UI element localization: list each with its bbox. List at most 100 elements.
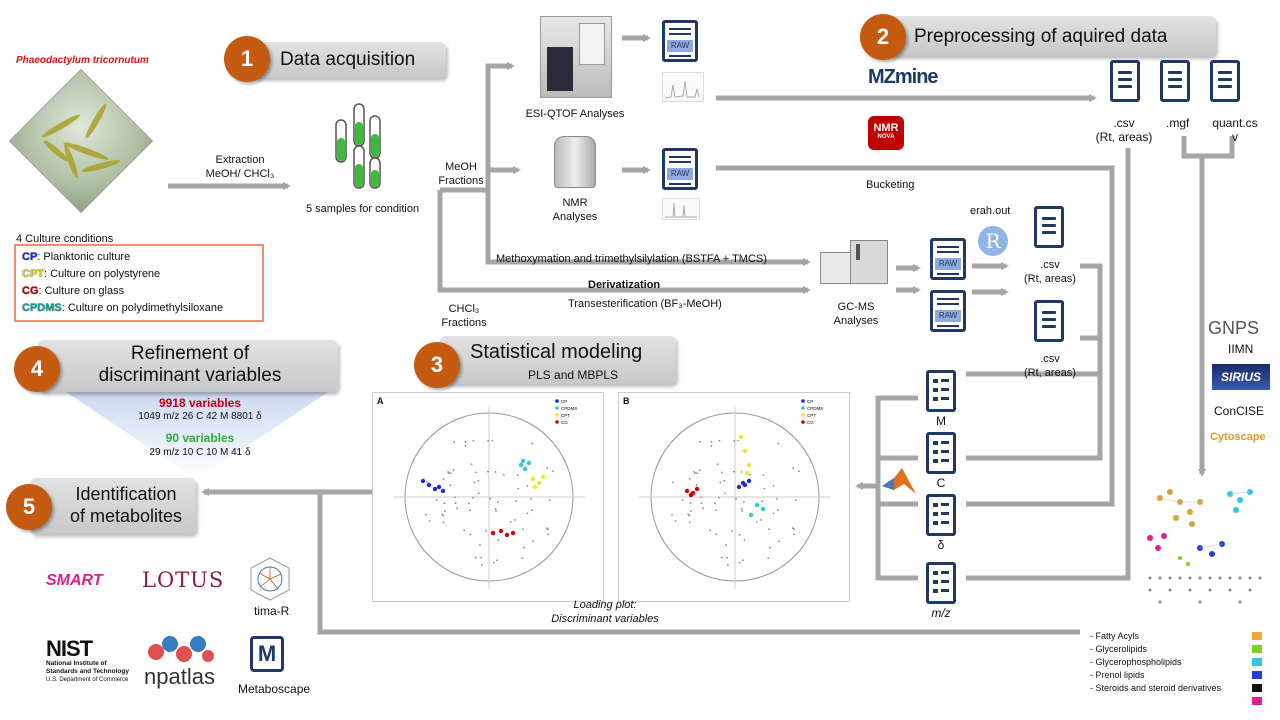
variable-point bbox=[454, 496, 456, 499]
sample-point bbox=[540, 474, 546, 480]
variable-point bbox=[791, 527, 794, 529]
variable-point bbox=[496, 501, 499, 503]
iimn-label: IIMN bbox=[1228, 342, 1254, 356]
step2-title: Preprocessing of aquired data bbox=[914, 26, 1168, 47]
variable-point bbox=[472, 439, 475, 442]
variable-point bbox=[545, 527, 548, 529]
quant-csv-file-icon bbox=[1210, 60, 1240, 102]
variable-point bbox=[470, 463, 473, 466]
sample-point bbox=[520, 458, 526, 464]
data-block-label: C bbox=[936, 476, 946, 490]
variable-point bbox=[772, 512, 775, 515]
variable-point bbox=[737, 439, 740, 442]
variable-point bbox=[448, 472, 450, 475]
variable-point bbox=[517, 487, 520, 490]
lotus-logo: LOTUS bbox=[142, 568, 225, 592]
variable-point bbox=[454, 502, 457, 505]
variable-point bbox=[699, 440, 702, 443]
variable-point bbox=[777, 509, 779, 512]
loading-plot-caption: Loading plot:Discriminant variables bbox=[551, 599, 659, 625]
variable-point bbox=[731, 530, 733, 532]
sample-point bbox=[504, 532, 510, 538]
step5-badge: 5 bbox=[6, 484, 52, 530]
sample-point bbox=[744, 470, 750, 476]
variable-point bbox=[726, 556, 729, 559]
mgf-file-icon bbox=[1160, 60, 1190, 102]
raw-file-icon-esi: RAW bbox=[662, 20, 698, 62]
sample-point bbox=[426, 482, 432, 488]
variable-point bbox=[714, 502, 716, 505]
mgf-label: .mgf bbox=[1166, 116, 1190, 130]
variable-point bbox=[492, 561, 495, 564]
variable-point bbox=[547, 528, 550, 531]
sample-point bbox=[436, 484, 442, 490]
variable-point bbox=[477, 492, 480, 495]
plot-legend-label: CPT bbox=[561, 413, 570, 418]
plot-legend-marker bbox=[801, 399, 805, 403]
variable-point bbox=[509, 521, 512, 523]
sample-point bbox=[746, 462, 752, 468]
variable-point bbox=[688, 521, 691, 524]
culture-description: : Culture on polydimethylsiloxane bbox=[61, 302, 224, 314]
variable-point bbox=[694, 472, 696, 475]
r-logo-icon: R bbox=[978, 226, 1008, 256]
variable-point bbox=[487, 440, 489, 442]
variable-point bbox=[671, 513, 673, 516]
variable-point bbox=[693, 471, 696, 473]
variable-point bbox=[523, 546, 525, 549]
variable-point bbox=[793, 533, 795, 536]
esi-spectrum-thumbnail bbox=[662, 72, 704, 102]
variable-point bbox=[442, 514, 445, 517]
raw-file-icon-gcms-2: RAW bbox=[930, 290, 966, 332]
lipid-legend-swatch bbox=[1252, 671, 1262, 679]
plot-legend-label: CPDMS bbox=[561, 406, 577, 411]
variable-point bbox=[474, 471, 477, 474]
variable-point bbox=[547, 533, 549, 536]
variable-point bbox=[720, 471, 723, 474]
esi-qtof-instrument-image bbox=[540, 16, 612, 98]
plot-legend-label: CP bbox=[807, 399, 813, 404]
variable-point bbox=[725, 544, 727, 546]
lipid-legend-label: - Fatty Acyls bbox=[1090, 631, 1140, 641]
variable-point bbox=[441, 513, 444, 516]
microscopy-image bbox=[8, 68, 154, 214]
variable-point bbox=[521, 528, 524, 531]
plot-legend-marker bbox=[801, 413, 805, 417]
culture-code: CPDMS bbox=[22, 302, 62, 314]
variable-point bbox=[687, 513, 690, 516]
variable-point bbox=[763, 487, 766, 490]
panel-b-label: B bbox=[623, 396, 630, 406]
variable-point bbox=[698, 469, 701, 472]
variable-point bbox=[761, 500, 764, 503]
variable-point bbox=[733, 440, 735, 442]
step1-title: Data acquisition bbox=[280, 49, 416, 70]
variable-point bbox=[776, 497, 778, 500]
variable-point bbox=[474, 556, 477, 559]
variable-point bbox=[516, 474, 519, 477]
sample-point bbox=[754, 502, 760, 508]
variable-point bbox=[546, 467, 549, 470]
variable-point bbox=[428, 520, 431, 522]
variable-point bbox=[674, 520, 677, 522]
lipid-legend-label: - Steroids and steroid derivatives bbox=[1090, 683, 1222, 693]
variable-point bbox=[772, 485, 775, 487]
sample-point bbox=[536, 480, 542, 486]
plot-legend-marker bbox=[555, 399, 559, 403]
plot-legend-marker bbox=[555, 420, 559, 424]
plot-legend-label: CP bbox=[561, 399, 567, 404]
variable-point bbox=[447, 471, 450, 473]
tima-label: tima-R bbox=[254, 604, 290, 618]
data-block-label: m/z bbox=[931, 606, 951, 620]
variable-point bbox=[681, 499, 684, 502]
variable-point bbox=[456, 507, 459, 510]
variable-point bbox=[464, 440, 467, 443]
variable-point bbox=[759, 519, 762, 521]
variable-point bbox=[502, 473, 505, 476]
lipid-legend-swatch bbox=[1252, 684, 1262, 692]
variable-point bbox=[486, 470, 489, 473]
raw-file-icon-nmr: RAW bbox=[662, 148, 698, 190]
variable-point bbox=[469, 533, 472, 536]
variable-point bbox=[740, 471, 743, 473]
